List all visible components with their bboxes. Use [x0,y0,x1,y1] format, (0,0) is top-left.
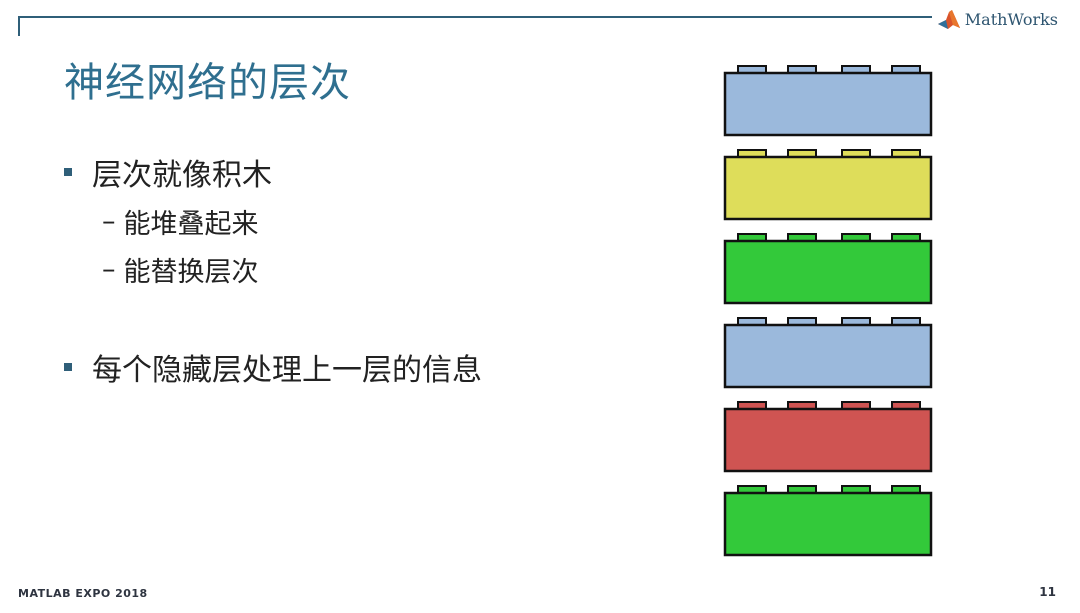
lego-brick [723,317,933,389]
lego-brick [723,233,933,305]
page-number: 11 [1039,585,1056,599]
sub-bullet-text: 能替换层次 [123,257,259,288]
brick-stack [723,65,933,557]
sub-bullet-text: 能堆叠起来 [123,209,259,240]
bullet-text: 层次就像积木 [92,158,272,193]
dash-marker: – [102,206,116,237]
dash-marker: – [102,254,116,285]
slide-title: 神经网络的层次 [64,60,351,106]
sub-bullet-item: – 能堆叠起来 [102,202,259,241]
lego-brick [723,485,933,557]
brick-body [723,71,933,137]
lego-brick [723,65,933,137]
brick-body [723,323,933,389]
sub-bullet-item: – 能替换层次 [102,250,259,289]
header-rule-vertical [18,16,20,36]
bullet-square-icon [64,363,72,371]
mathworks-membrane-icon [937,10,960,29]
brick-body [723,491,933,557]
brick-body [723,407,933,473]
bullet-text: 每个隐藏层处理上一层的信息 [92,353,482,388]
header-rule [18,16,932,18]
brand-logo: MathWorks [937,6,1058,32]
lego-brick [723,401,933,473]
bullet-item: 每个隐藏层处理上一层的信息 [64,345,482,389]
brick-body [723,239,933,305]
event-footer: MATLAB EXPO 2018 [18,587,148,600]
bullet-item: 层次就像积木 [64,150,272,194]
lego-brick [723,149,933,221]
brand-name: MathWorks [964,9,1058,29]
brick-body [723,155,933,221]
bullet-square-icon [64,168,72,176]
